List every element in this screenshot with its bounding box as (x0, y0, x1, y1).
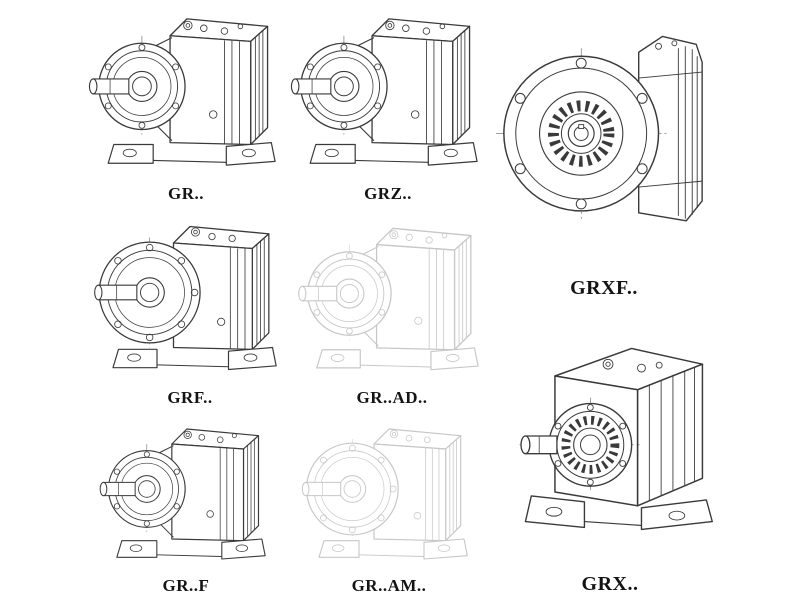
model-label-gr: GR.. (168, 184, 204, 203)
figure-grz: GRZ.. (288, 2, 488, 206)
gearbox-flange-drawing-icon (84, 210, 296, 386)
model-label-grad: GR..AD.. (356, 388, 428, 407)
gearbox-motor-adapter-ghost-drawing-icon (288, 414, 490, 574)
gearbox-large-drawing-icon (492, 298, 728, 572)
model-label-gr-f: GR..F (162, 576, 210, 595)
figure-grf: GRF.. (84, 210, 296, 410)
gearbox-foot-drawing-icon (84, 414, 288, 574)
figure-gram: GR..AM.. (288, 414, 490, 598)
gearbox-foot-drawing-icon (84, 2, 288, 182)
figure-gr: GR.. (84, 2, 288, 206)
model-label-grf: GRF.. (167, 388, 213, 407)
figure-grxf: GRXF.. (490, 0, 718, 300)
model-label-grxf: GRXF.. (570, 277, 638, 299)
model-label-gram: GR..AM.. (351, 576, 427, 595)
gearbox-foot-drawing-icon (288, 2, 488, 182)
figure-grx: GRX.. (492, 298, 728, 596)
figure-grad: GR..AD.. (290, 212, 494, 410)
figure-grf-foot: GR..F (84, 414, 288, 598)
model-label-grx: GRX.. (581, 573, 639, 595)
gearbox-flange-front-drawing-icon (490, 0, 718, 276)
model-label-grz: GRZ.. (364, 184, 412, 203)
gearbox-adapter-ghost-drawing-icon (290, 212, 494, 386)
